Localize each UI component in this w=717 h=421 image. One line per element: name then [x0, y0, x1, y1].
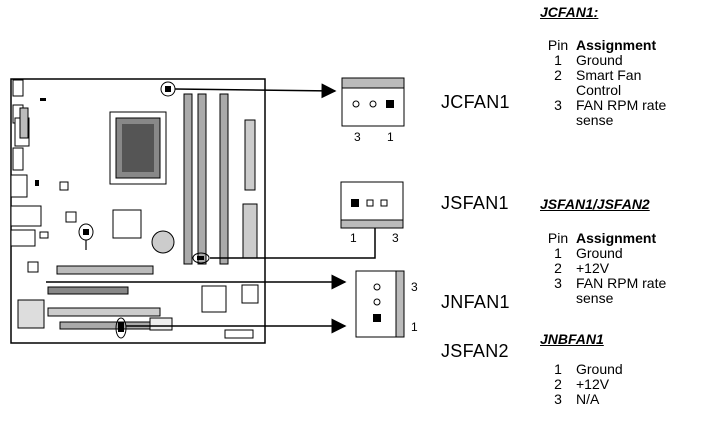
- jnbfan1-on-board: [192, 252, 210, 264]
- pin-number: 2: [554, 260, 562, 276]
- table-header-pin: Pin: [547, 37, 569, 53]
- rear-io-panel: [10, 79, 45, 329]
- jcfan1-pin-left: 3: [354, 130, 361, 144]
- pin-number: 3: [554, 391, 562, 407]
- pin-assignment: +12V: [576, 376, 610, 392]
- pin-number: 1: [554, 245, 562, 261]
- pin-assignment: sense: [576, 112, 614, 128]
- jsfan1-pin-left: 1: [350, 231, 357, 245]
- pin-number: [540, 113, 576, 128]
- jnfan1-pin-top: 3: [411, 280, 418, 294]
- table-header-pin: Pin: [547, 230, 569, 246]
- expansion-slots: [47, 265, 161, 330]
- battery: [151, 230, 175, 254]
- jsfan2-on-board: [115, 317, 127, 339]
- atx-power: [244, 119, 256, 191]
- pin-number: [540, 291, 576, 306]
- pin-number: 1: [554, 361, 562, 377]
- jnfan1-pin-bottom: 1: [411, 320, 418, 334]
- jcfan1-pin-table: Pin Assignment 1 Ground 2 Smart Fan Contro…: [540, 38, 696, 128]
- pin-assignment: Control: [576, 82, 622, 98]
- pin-assignment: sense: [576, 290, 614, 306]
- pin-assignment: Ground: [576, 245, 623, 261]
- pin-number: 3: [554, 275, 562, 291]
- jsfan2-label: JSFAN2: [441, 341, 509, 361]
- pin-assignment: Ground: [576, 361, 623, 377]
- pin-number: 3: [554, 97, 562, 113]
- pin-number: 2: [554, 376, 562, 392]
- pin-assignment: Ground: [576, 52, 623, 68]
- jnfan1-jsfan2-connector: [355, 270, 405, 338]
- table-header-assignment: Assignment: [576, 37, 657, 53]
- jsfan-pin-table: Pin Assignment 1 Ground 2 +12V 3 FAN RPM ra…: [540, 231, 696, 306]
- jsfan1-label: JSFAN1: [441, 193, 509, 213]
- pin-assignment: N/A: [576, 391, 600, 407]
- cpu-socket: [109, 111, 167, 185]
- pin-number: 2: [554, 67, 562, 83]
- jnfan1-label: JNFAN1: [441, 292, 510, 312]
- jsfan-table-title: JSFAN1/JSFAN2: [540, 196, 650, 212]
- pin-number: [540, 83, 576, 98]
- pin-assignment: Smart Fan: [576, 67, 642, 83]
- jsfan1-connector: [340, 181, 404, 229]
- pin-assignment: FAN RPM rate: [576, 275, 667, 291]
- jnbfan1-table-title: JNBFAN1: [540, 331, 604, 347]
- pin-assignment: +12V: [576, 260, 610, 276]
- dimm-slots: [183, 93, 229, 265]
- jcfan1-connector: [341, 77, 405, 127]
- pin-assignment: FAN RPM rate: [576, 97, 667, 113]
- pin-number: 1: [554, 52, 562, 68]
- jnbfan1-pin-table: 1 Ground 2 +12V 3 N/A: [540, 362, 696, 407]
- jcfan1-table-title: JCFAN1:: [540, 4, 599, 20]
- jsfan1-pin-right: 3: [392, 231, 399, 245]
- jcfan1-label: JCFAN1: [441, 92, 510, 112]
- table-header-assignment: Assignment: [576, 230, 657, 246]
- jcfan1-pin-right: 1: [387, 130, 394, 144]
